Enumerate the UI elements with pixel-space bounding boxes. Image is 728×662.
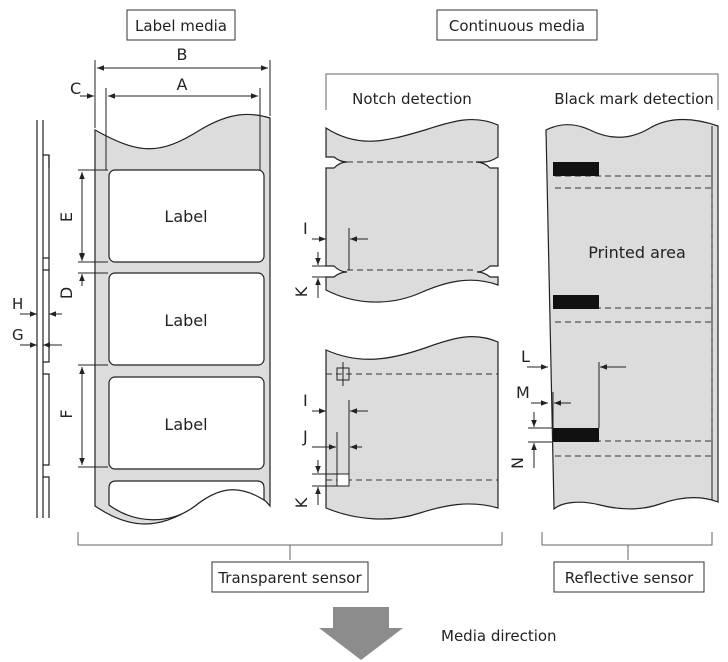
dim-label-k-hole: K: [292, 497, 311, 508]
label-2: [108, 272, 265, 366]
dim-label-h: H: [12, 295, 23, 313]
dim-label-m: M: [516, 383, 530, 402]
dim-label-l: L: [521, 347, 530, 366]
dim-label-d: D: [57, 287, 76, 299]
dim-label-n: N: [508, 457, 527, 469]
label-4-partial: [108, 480, 265, 521]
notch-detection-title: Notch detection: [352, 90, 472, 108]
dim-label-b: B: [177, 45, 188, 64]
dim-label-e: E: [57, 212, 76, 222]
svg-text:Label: Label: [164, 311, 207, 330]
continuous-media-bracket: [325, 73, 719, 110]
transparent-sensor-bracket: [77, 532, 503, 546]
svg-text:Label: Label: [164, 207, 207, 226]
dim-label-f: F: [57, 409, 76, 418]
reflective-sensor-box: Reflective sensor: [553, 561, 705, 593]
black-mark-detection-title: Black mark detection: [554, 90, 714, 108]
label-1: [108, 169, 265, 263]
black-mark-1: [553, 162, 599, 176]
media-direction-label: Media direction: [441, 627, 557, 645]
svg-text:Reflective sensor: Reflective sensor: [565, 569, 694, 587]
label-media-header: Label media: [126, 9, 236, 41]
black-mark-3: [553, 428, 599, 442]
dim-label-j: J: [302, 427, 308, 446]
continuous-media-header: Continuous media: [436, 9, 598, 41]
dim-label-a: A: [177, 75, 188, 94]
svg-text:Transparent sensor: Transparent sensor: [217, 569, 362, 587]
notch-media: [325, 119, 499, 303]
dim-label-g: G: [12, 326, 24, 344]
dim-label-c: C: [70, 79, 81, 98]
black-mark-media: [545, 118, 719, 511]
hole-media: [325, 336, 499, 520]
dim-label-i-notch: I: [303, 219, 308, 238]
svg-text:Label media: Label media: [135, 17, 227, 35]
media-direction-arrow-icon: [319, 607, 403, 660]
svg-text:Label: Label: [164, 415, 207, 434]
dim-label-k-notch: K: [292, 286, 311, 297]
printed-area-label: Printed area: [588, 243, 686, 262]
media-side-profile: [36, 120, 50, 518]
transparent-sensor-box: Transparent sensor: [211, 561, 369, 593]
black-mark-2: [553, 295, 599, 309]
svg-text:Continuous media: Continuous media: [449, 17, 585, 35]
reflective-sensor-bracket: [541, 532, 713, 546]
dim-label-i-hole: I: [303, 391, 308, 410]
label-3: [108, 376, 265, 470]
